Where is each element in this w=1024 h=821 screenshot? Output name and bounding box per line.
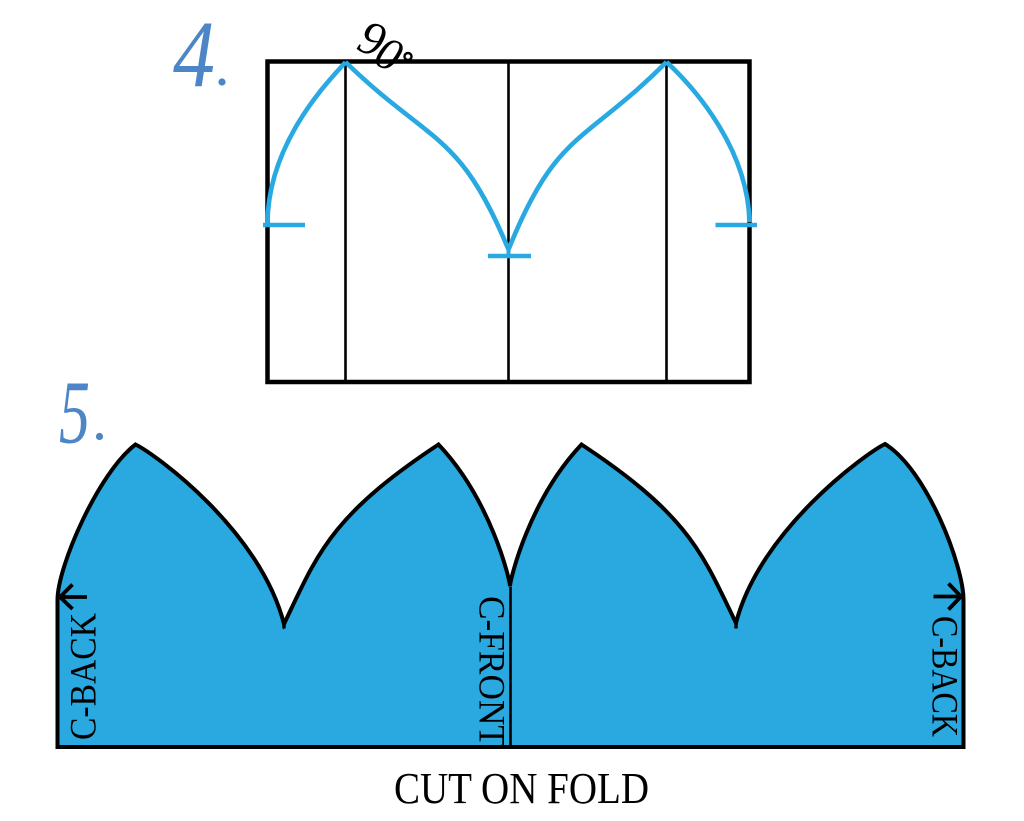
svg-text:C-BACK: C-BACK bbox=[64, 613, 105, 740]
svg-text:CUT ON FOLD: CUT ON FOLD bbox=[394, 764, 649, 813]
svg-text:5: 5 bbox=[59, 364, 90, 463]
svg-text:4: 4 bbox=[173, 2, 215, 108]
svg-text:C-FRONT: C-FRONT bbox=[471, 596, 512, 747]
svg-text:C-BACK: C-BACK bbox=[924, 616, 965, 737]
